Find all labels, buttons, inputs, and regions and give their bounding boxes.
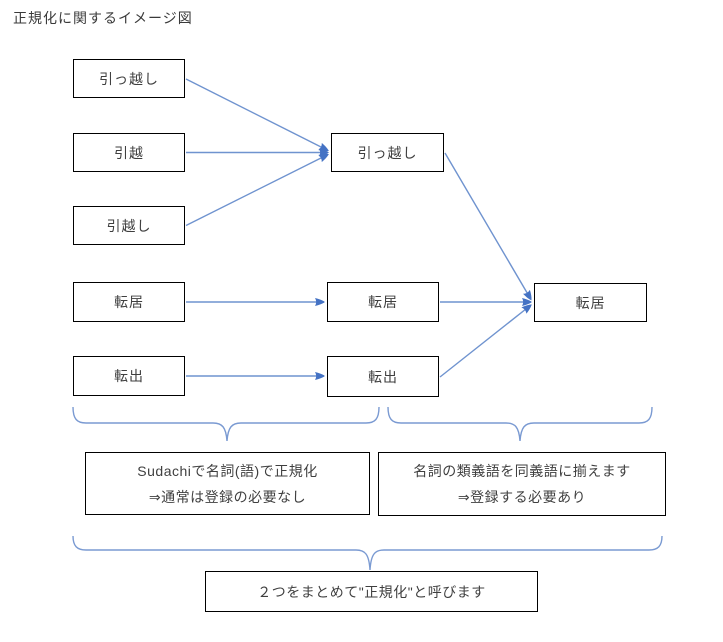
arrow-norm3-to-merged	[439, 304, 532, 378]
note-line: ⇒通常は登録の必要なし	[148, 488, 307, 505]
node-source-hikkoshi-3: 引越し	[73, 206, 185, 245]
node-label: 転居	[368, 294, 398, 310]
arrow-hikkoshi1-to-norm	[185, 78, 329, 152]
node-normalized-tenkyo: 転居	[327, 282, 439, 322]
note-synonym-alignment: 名詞の類義語を同義語に揃えます ⇒登録する必要あり	[378, 452, 666, 516]
node-label: 転居	[575, 294, 606, 311]
brace-left-group	[72, 406, 380, 442]
node-source-hikkoshi-2: 引越	[73, 133, 185, 172]
node-label: 引っ越し	[357, 144, 418, 161]
page-title: 正規化に関するイメージ図	[13, 10, 193, 26]
note-line: ⇒登録する必要あり	[457, 489, 587, 505]
node-normalized-hikkoshi: 引っ越し	[331, 133, 444, 172]
node-source-tenshutsu: 転出	[73, 356, 185, 396]
note-line: ２つをまとめて"正規化"と呼びます	[257, 583, 486, 600]
brace-bottom-group	[72, 535, 663, 571]
brace-right-group	[387, 406, 653, 442]
node-normalized-tenshutsu: 転出	[327, 356, 439, 397]
note-normalization-summary: ２つをまとめて"正規化"と呼びます	[205, 571, 538, 612]
node-label: 転出	[368, 368, 398, 385]
node-label: 引っ越し	[99, 70, 159, 87]
node-merged-tenkyo: 転居	[534, 283, 647, 322]
arrow-hikkoshi3-to-norm	[185, 153, 329, 227]
node-label: 引越	[114, 144, 144, 161]
note-line: Sudachiで名詞(語)で正規化	[137, 462, 318, 479]
brace-group	[72, 406, 663, 571]
node-label: 引越し	[106, 217, 152, 234]
node-source-hikkoshi-1: 引っ越し	[73, 59, 185, 98]
node-label: 転居	[114, 294, 144, 310]
node-source-tenkyo: 転居	[73, 282, 185, 322]
note-sudachi-normalization: Sudachiで名詞(語)で正規化 ⇒通常は登録の必要なし	[85, 452, 370, 515]
arrow-norm1-to-merged	[444, 152, 532, 301]
node-label: 転出	[114, 368, 144, 384]
note-line: 名詞の類義語を同義語に揃えます	[413, 463, 631, 479]
arrow-group	[185, 78, 532, 380]
